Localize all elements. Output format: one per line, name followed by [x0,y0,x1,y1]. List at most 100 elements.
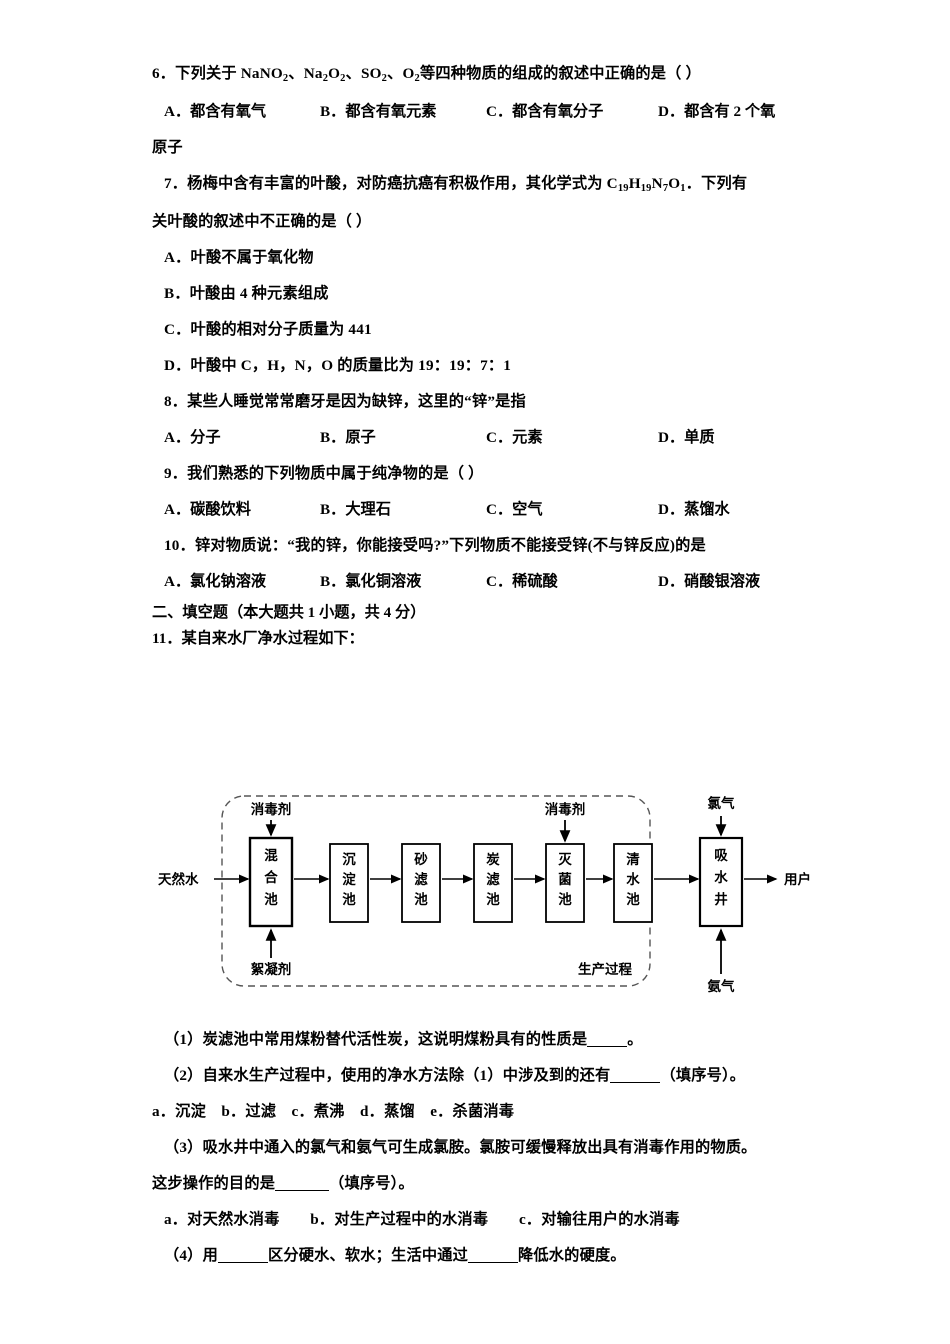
q11-sub-3-text: 这步操作的目的是 [152,1175,276,1192]
q6-option-a: A．都含有氧气 [164,103,267,120]
q7-sub-c: 19 [617,183,629,194]
water-purification-figure: 天然水 混 合 池 消毒剂 絮凝剂 沉 淀 池 砂 滤 池 [150,778,830,1018]
box-clearwater [613,843,653,923]
box-sterilizer-label-1: 灭 [557,852,572,867]
box-sandfilter-label-3: 池 [414,891,428,907]
box-sandfilter-label-1: 砂 [414,851,428,867]
feed-flocculant-label: 絮凝剂 [251,961,292,977]
q7-sub-o: 1 [680,183,686,194]
box-sterilizer-label-2: 菌 [558,871,572,887]
q7-sub-h: 19 [640,183,652,194]
q6-sub-5: 2 [414,73,420,84]
q11-sub-2-choices: a．沉淀 b．过滤 c．煮沸 d．蒸馏 e．杀菌消毒 [152,1103,515,1120]
question-10-stem: 10．锌对物质说：“我的锌，你能接受吗?”下列物质不能接受锌(不与锌反应)的是 [164,537,706,554]
box-clearwater-label-1: 清 [626,851,640,867]
production-process-boundary [221,795,651,987]
section-2-heading: 二、填空题（本大题共 1 小题，共 4 分） [152,604,426,621]
q11-sub-4-blank-1[interactable] [217,1262,268,1263]
q6-option-d: D．都含有 2 个氧 [658,103,776,120]
q9-option-d: D．蒸馏水 [658,501,730,518]
box-mix-label-2: 合 [264,869,278,885]
box-sterilizer [545,843,585,923]
box-mix-label-3: 池 [264,891,278,907]
q6-stem-mid-1: 、Na [288,65,323,82]
q7-option-a: A．叶酸不属于氧化物 [164,249,314,266]
box-settle [329,843,369,923]
q6-stem-mid-4: 、O [387,65,415,82]
feed-disinfectant-2-label: 消毒剂 [545,801,586,817]
flowchart-svg: 天然水 混 合 池 消毒剂 絮凝剂 沉 淀 池 砂 滤 池 [158,795,811,994]
question-6-options: A．都含有氧气 B．都含有氧元素 C．都含有氧分子 D．都含有 2 个氧 [152,94,812,130]
q11-sub-2-text: （2）自来水生产过程中，使用的净水方法除（1）中涉及到的还有 [164,1067,611,1084]
q11-sub-3-tail: （填序号）。 [329,1175,414,1192]
question-11-subquestions: （1）炭滤池中常用煤粉替代活性炭，这说明煤粉具有的性质是 。 （2）自来水生产过程… [152,1022,812,1274]
q11-sub-4-p1: （4）用 [164,1247,218,1264]
q9-option-b: B．大理石 [320,501,391,518]
box-charfilter-label-2: 滤 [486,871,500,887]
q11-sub-1-blank[interactable] [587,1046,628,1047]
box-well-label-3: 井 [714,891,728,907]
q11-sub-3-line-2: 这步操作的目的是 （填序号）。 [152,1166,812,1202]
question-11-stem: 11．某自来水厂净水过程如下： [152,630,364,647]
q11-sub-3-choices: a．对天然水消毒 b．对生产过程中的水消毒 c．对输往用户的水消毒 [164,1211,680,1228]
q7-stem-m2: N [651,175,663,192]
q6-sub-1: 2 [282,73,289,84]
box-settle-label-2: 淀 [342,871,356,887]
q7-stem-m1: H [628,175,641,192]
q11-sub-3-line-1: （3）吸水井中通入的氯气和氨气可生成氯胺。氯胺可缓慢释放出具有消毒作用的物质。 [164,1139,757,1156]
q11-sub-1: （1）炭滤池中常用煤粉替代活性炭，这说明煤粉具有的性质是 。 [152,1022,812,1058]
q9-option-a: A．碳酸饮料 [164,501,251,518]
q10-option-c: C．稀硫酸 [486,573,558,590]
question-7-stem-line-2: 关叶酸的叙述中不正确的是（ ） [152,213,372,230]
box-sandfilter-label-2: 滤 [414,871,428,887]
feed-disinfectant-1-label: 消毒剂 [251,801,292,817]
box-well-label-2: 水 [714,869,728,885]
production-process-label: 生产过程 [578,961,632,977]
q6-sub-2: 2 [322,73,329,84]
q11-sub-4: （4）用 区分硬水、软水；生活中通过 降低水的硬度。 [152,1238,812,1274]
q11-sub-3-blank[interactable] [275,1190,330,1191]
q11-sub-2-blank[interactable] [610,1082,661,1083]
question-content: 6．下列关于 NaNO2、Na2O2、SO2、O2等四种物质的组成的叙述中正确的… [152,56,812,652]
box-clearwater-label-3: 池 [626,891,640,907]
box-settle-label-1: 沉 [342,851,356,867]
question-8-options: A．分子 B．原子 C．元素 D．单质 [152,420,812,456]
box-mix [248,836,294,928]
q6-sub-3: 2 [340,73,346,84]
q7-sub-n: 7 [662,183,669,194]
q6-stem-tail: 等四种物质的组成的叙述中正确的是（ ） [419,65,701,82]
q11-sub-1-text: （1）炭滤池中常用煤粉替代活性炭，这说明煤粉具有的性质是 [164,1031,588,1048]
q8-option-d: D．单质 [658,429,715,446]
q7-stem-m3: O [668,175,681,192]
box-charfilter-label-3: 池 [486,891,500,907]
figure-input-label: 天然水 [158,871,199,887]
q6-stem-mid-2: O [328,65,341,82]
box-charfilter-label-1: 炭 [486,851,500,867]
box-mix-label-1: 混 [264,848,278,863]
q10-option-a: A．氯化钠溶液 [164,573,267,590]
question-10-options: A．氯化钠溶液 B．氯化铜溶液 C．稀硫酸 D．硝酸银溶液 [152,564,812,600]
q8-option-b: B．原子 [320,429,376,446]
q11-sub-4-p3: 降低水的硬度。 [518,1247,626,1264]
box-sterilizer-label-3: 池 [558,891,572,907]
q11-sub-4-p2: 区分硬水、软水；生活中通过 [267,1247,469,1264]
q7-option-b: B．叶酸由 4 种元素组成 [164,285,329,302]
box-sandfilter [401,843,441,923]
box-charfilter [473,843,513,923]
q11-sub-1-tail: 。 [627,1031,643,1048]
box-settle-label-3: 池 [342,891,356,907]
q6-option-c: C．都含有氧分子 [486,103,604,120]
box-clearwater-label-2: 水 [626,871,640,887]
q11-sub-2: （2）自来水生产过程中，使用的净水方法除（1）中涉及到的还有（填序号）。 [152,1058,812,1094]
q11-sub-4-blank-2[interactable] [468,1262,519,1263]
q10-option-b: B．氯化铜溶液 [320,573,422,590]
q6-stem-mid-3: 、SO [345,65,382,82]
question-9-stem: 9．我们熟悉的下列物质中属于纯净物的是（ ） [164,465,484,482]
q6-stem-lead: 6．下列关于 NaNO [152,65,283,82]
q7-stem-lead: 7．杨梅中含有丰富的叶酸，对防癌抗癌有积极作用，其化学式为 C [164,175,618,192]
feed-chlorine-label: 氯气 [708,795,736,811]
question-6-overflow: 原子 [152,139,183,156]
question-9-options: A．碳酸饮料 B．大理石 C．空气 D．蒸馏水 [152,492,812,528]
question-6-stem: 6．下列关于 NaNO2、Na2O2、SO2、O2等四种物质的组成的叙述中正确的… [152,56,812,94]
